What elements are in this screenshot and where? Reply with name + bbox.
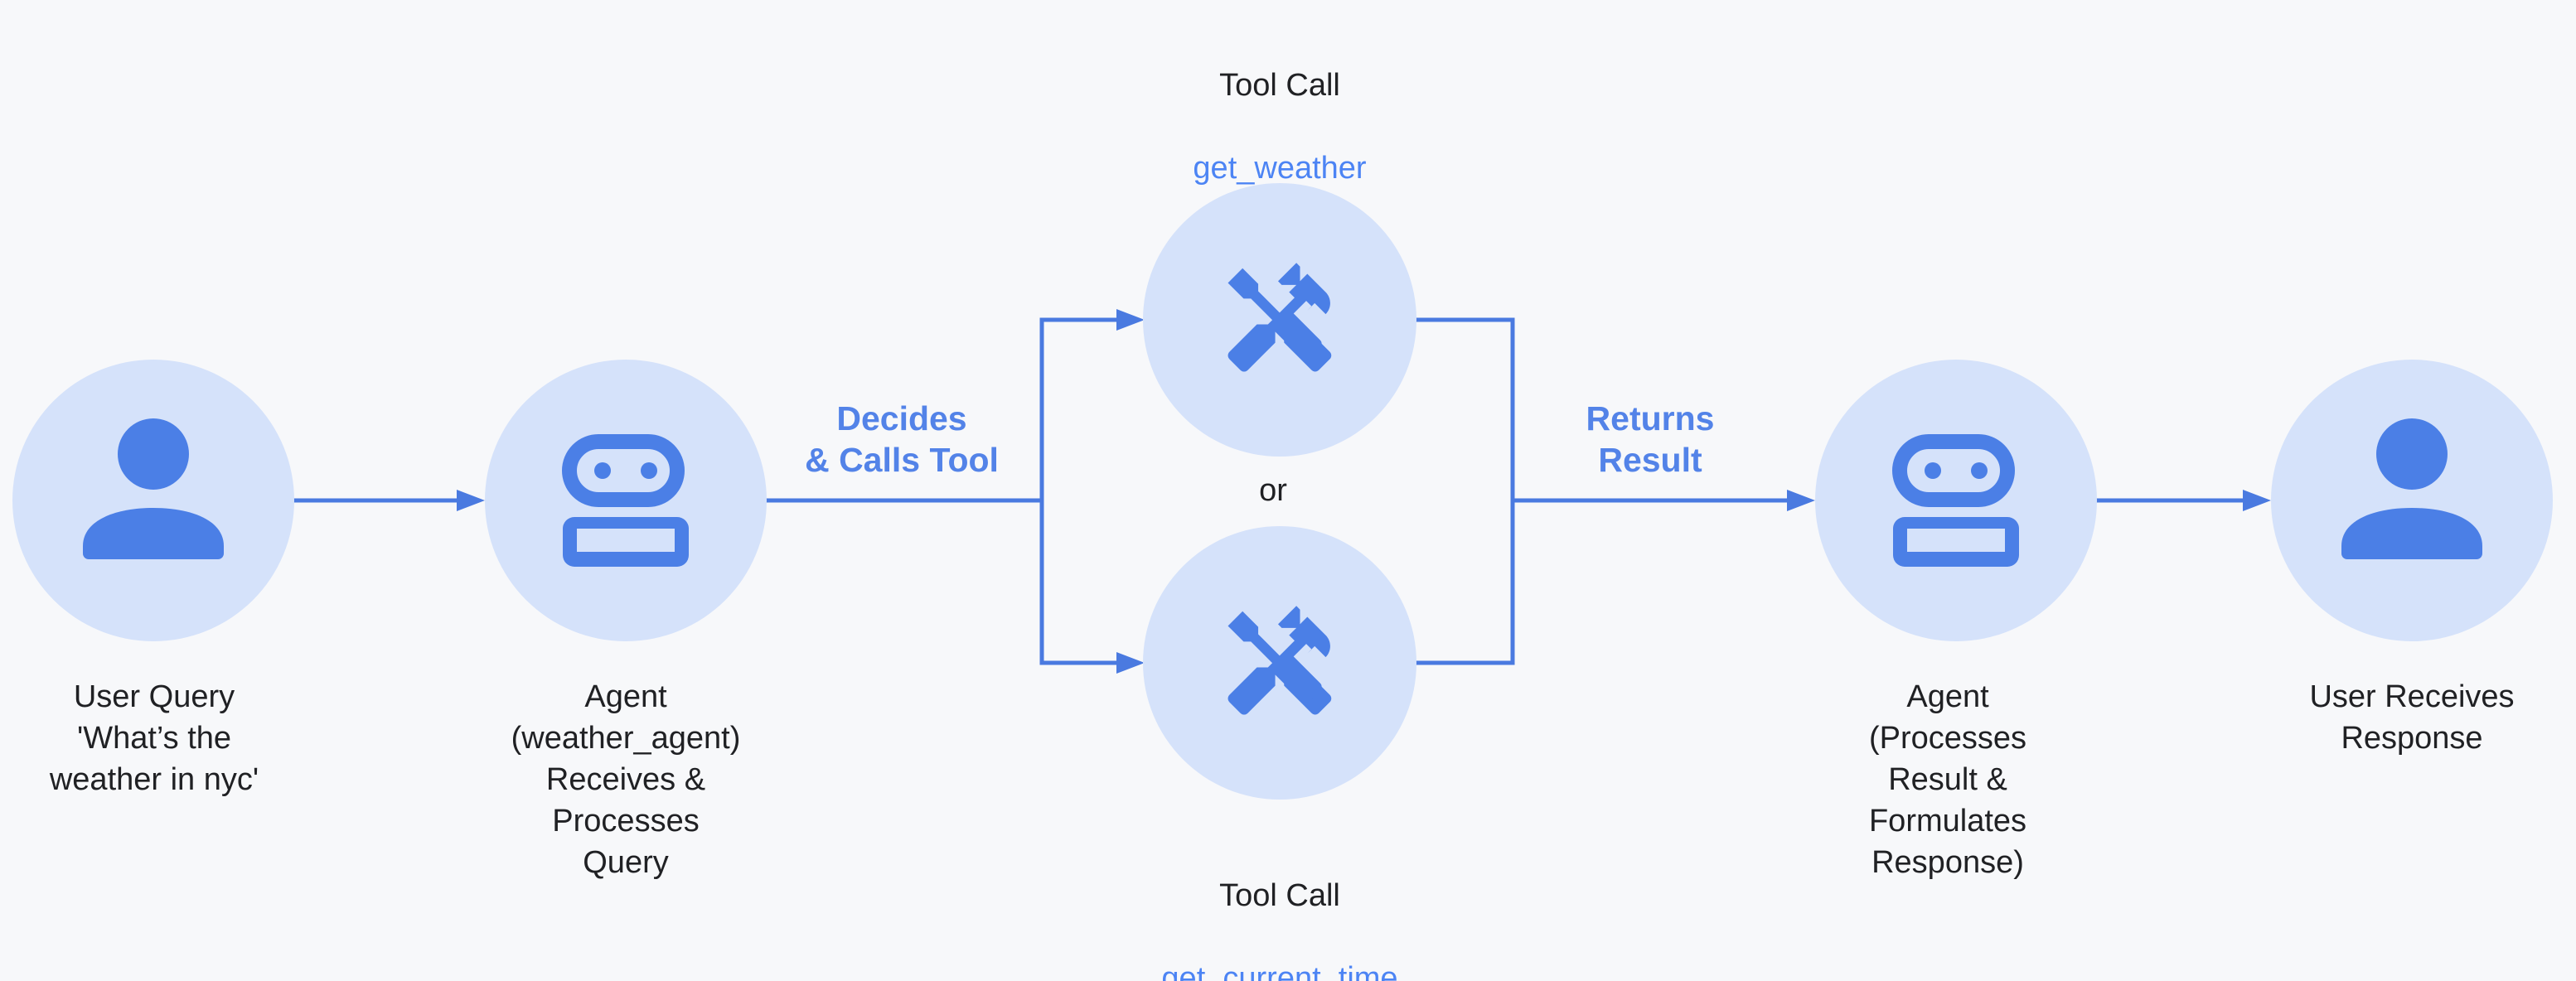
- robot-icon: [562, 434, 689, 567]
- or-label: or: [1259, 473, 1287, 508]
- node-tool-time: [1143, 526, 1416, 800]
- node-tool-weather: [1143, 183, 1416, 457]
- arrowhead-user-to-agent: [457, 490, 485, 511]
- arrowhead-merge-to-agent: [1787, 490, 1815, 511]
- tool-call-time-title: Tool Call: [1219, 878, 1340, 913]
- tool-call-time-label: Tool Call get_current_time: [1031, 834, 1528, 981]
- node-agent-receive: [485, 360, 767, 641]
- person-icon: [2341, 418, 2482, 559]
- arrowhead-agent-to-user: [2243, 490, 2271, 511]
- agent-receive-label: Agent (weather_agent) Receives & Process…: [511, 679, 741, 880]
- tool-call-time-function: get_current_time: [1161, 961, 1398, 981]
- returns-result-label: Returns Result: [1586, 399, 1715, 479]
- tool-call-weather-title: Tool Call: [1219, 68, 1340, 103]
- tools-icon: [1227, 263, 1332, 372]
- user-query-label: User Query 'What’s the weather in nyc': [49, 679, 259, 797]
- person-icon: [83, 418, 224, 559]
- arrowhead-tool-time: [1116, 652, 1145, 674]
- tool-call-weather-function: get_weather: [1193, 151, 1367, 186]
- tools-icon: [1227, 606, 1332, 715]
- decides-calls-tool-label: Decides & Calls Tool: [805, 399, 999, 479]
- node-user-query: [12, 360, 294, 641]
- node-agent-respond: [1815, 360, 2097, 641]
- robot-icon: [1892, 434, 2019, 567]
- agent-respond-label: Agent (Processes Result & Formulates Res…: [1868, 679, 2027, 880]
- node-user-response: [2271, 360, 2553, 641]
- arrowhead-tool-weather: [1116, 309, 1145, 331]
- user-response-label: User Receives Response: [2309, 679, 2515, 756]
